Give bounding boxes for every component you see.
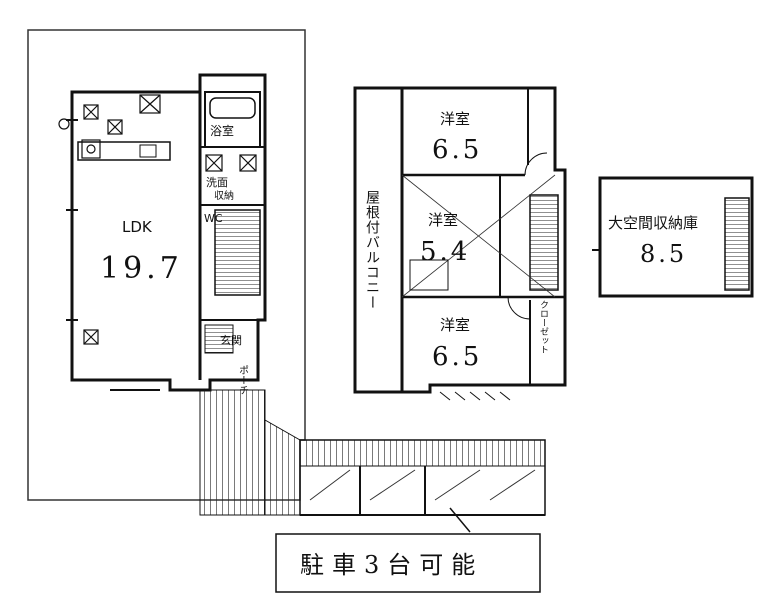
storage-room-size: 8.5 xyxy=(640,240,687,268)
entrance-label: 玄関 xyxy=(220,333,242,347)
room3-size: 6.5 xyxy=(432,342,482,372)
approach-path xyxy=(199,389,301,516)
parking-label: 駐車3台可能 xyxy=(300,551,483,579)
wash-label: 洗面 xyxy=(206,176,228,189)
room1-label: 洋室 xyxy=(440,110,470,128)
ldk-size: 19.7 xyxy=(100,251,183,286)
floor3-plan xyxy=(592,176,754,298)
storage-room-label: 大空間収納庫 xyxy=(608,214,698,232)
floor1-plan xyxy=(58,73,267,392)
closet-label: クローゼット xyxy=(538,300,549,354)
room3-label: 洋室 xyxy=(440,316,470,334)
wc-label: WC xyxy=(204,212,223,225)
parking-caption: 駐車3台可能 xyxy=(275,533,541,593)
room1-size: 6.5 xyxy=(432,135,482,165)
storage-label: 収納 xyxy=(214,189,234,202)
room2-label: 洋室 xyxy=(428,211,458,229)
bath-label: 浴室 xyxy=(210,123,234,138)
balcony-label: 屋根付バルコニー xyxy=(364,190,380,310)
porch-label: ポーチ xyxy=(237,365,249,395)
room2-size: 5.4 xyxy=(420,237,470,267)
floor2-plan xyxy=(353,86,567,401)
ldk-label: LDK xyxy=(122,218,153,236)
parking-area xyxy=(299,439,546,533)
